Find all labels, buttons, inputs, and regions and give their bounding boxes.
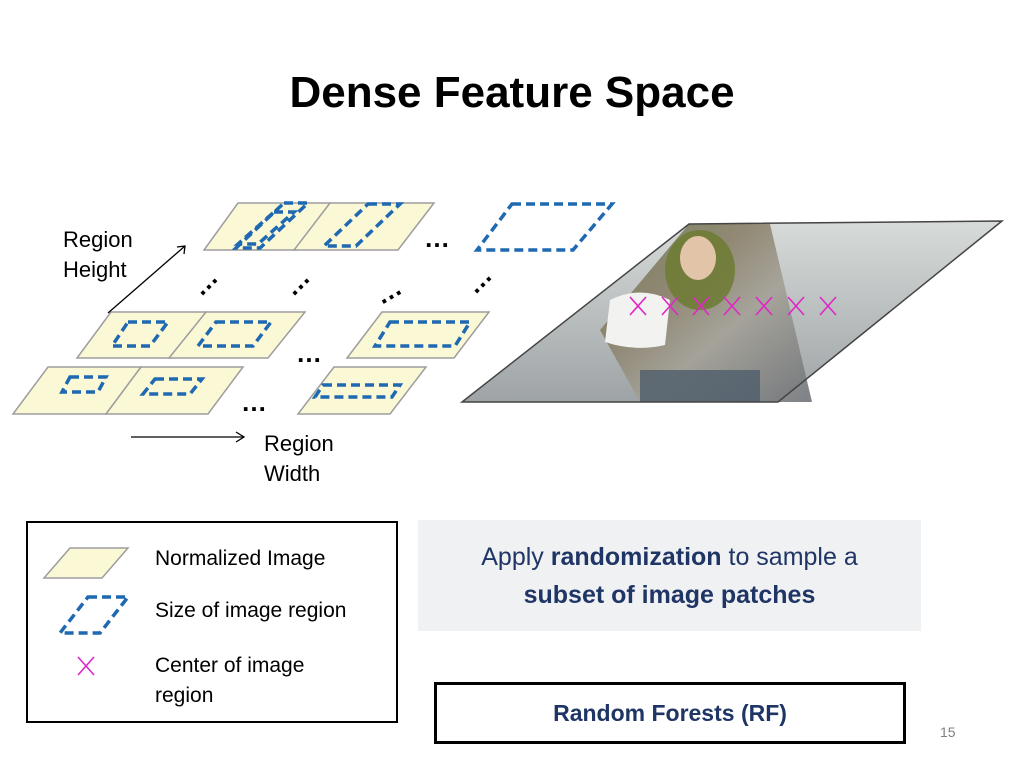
legend-box: [26, 521, 398, 723]
sample-photo: [459, 220, 1005, 403]
center-markers: [629, 296, 837, 316]
region-width-label: Region Width: [264, 431, 334, 486]
region-outline: [311, 383, 404, 399]
region-outline: [371, 320, 474, 348]
callout-middle: to sample a: [721, 542, 858, 571]
legend-region-center-label: Center of image region: [155, 654, 305, 707]
center-marker: [819, 296, 837, 316]
region-outline: [139, 377, 206, 396]
center-marker: [629, 296, 647, 316]
ellipsis-bottom-row: …: [241, 387, 267, 417]
region-outline: [473, 202, 616, 252]
axis-arrows: [107, 245, 246, 443]
random-forests-box: Random Forests (RF): [434, 682, 906, 744]
region-outlines: [59, 201, 616, 399]
legend-region-icon: [56, 595, 132, 635]
legend-region-size-label: Size of image region: [155, 599, 347, 622]
legend-icons: [42, 547, 132, 676]
region-height-label: Region Height: [63, 227, 133, 282]
region-outline: [319, 202, 405, 248]
center-marker: [692, 296, 710, 316]
tile: [345, 311, 491, 359]
center-marker: [787, 296, 805, 316]
legend-tile-icon: [42, 547, 130, 579]
randomization-callout: Apply randomization to sample a subset o…: [418, 520, 921, 631]
tile: [296, 366, 428, 415]
region-outline: [108, 320, 172, 348]
region-outline: [233, 210, 299, 246]
region-outline: [194, 320, 275, 348]
center-marker: [755, 296, 773, 316]
ellipsis-top-row: …: [424, 223, 450, 253]
region-outline: [231, 201, 313, 250]
center-marker: [723, 296, 741, 316]
ellipsis-middle-row: …: [296, 338, 322, 368]
slide-title: Dense Feature Space: [289, 68, 735, 117]
center-marker: [661, 296, 679, 316]
legend-normalized-image-label: Normalized Image: [155, 547, 326, 570]
callout-bold-subset: subset of image patches: [523, 580, 816, 609]
legend-center-icon: [77, 656, 95, 676]
random-forests-label: Random Forests (RF): [553, 699, 787, 726]
page-number: 15: [940, 724, 956, 740]
callout-bold-randomization: randomization: [550, 542, 722, 571]
callout-prefix: Apply: [481, 542, 551, 571]
tile: [104, 366, 245, 415]
